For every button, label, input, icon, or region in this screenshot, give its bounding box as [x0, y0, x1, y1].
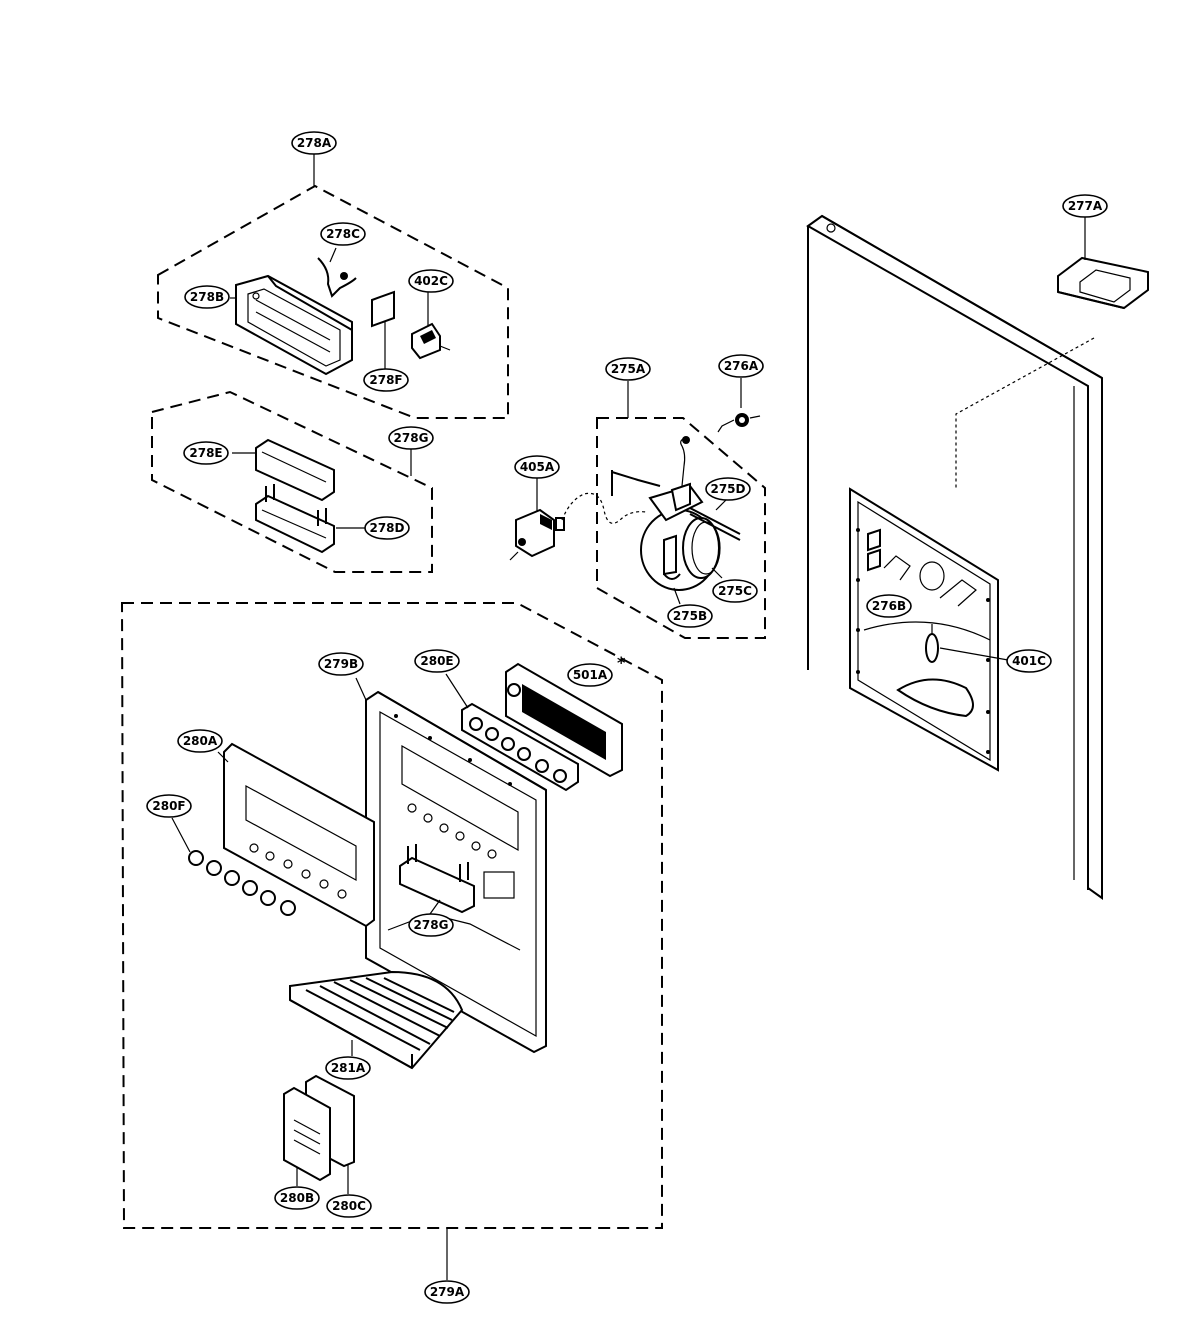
svg-text:278E: 278E	[189, 446, 222, 460]
svg-text:275D: 275D	[710, 482, 745, 496]
label-275A: 275A	[605, 357, 651, 381]
svg-text:280A: 280A	[183, 734, 218, 748]
svg-text:280C: 280C	[332, 1199, 366, 1213]
label-401C: 401C	[1006, 649, 1052, 673]
svg-text:278F: 278F	[369, 373, 402, 387]
dispenser-recess	[849, 487, 999, 772]
label-278D: 278D	[364, 516, 410, 540]
label-280F: 280F	[146, 794, 192, 818]
svg-text:402C: 402C	[414, 274, 448, 288]
label-278E: 278E	[183, 441, 229, 465]
part-278E-bracket	[232, 438, 335, 502]
part-280B-280C-lever	[283, 1074, 355, 1194]
part-401C-lamp	[925, 624, 1009, 663]
part-275-motor-assembly	[611, 436, 741, 605]
svg-text:279B: 279B	[324, 657, 358, 671]
svg-text:278G: 278G	[414, 918, 449, 932]
part-278F-plate	[371, 290, 395, 370]
part-280A-bezel	[217, 742, 375, 928]
group-278A	[157, 153, 509, 419]
label-278F: 278F	[363, 368, 409, 392]
label-280E: 280E	[414, 649, 460, 673]
svg-text:280E: 280E	[420, 654, 453, 668]
svg-text:278C: 278C	[326, 227, 360, 241]
label-275C: 275C	[712, 579, 758, 603]
group-278G-upper	[151, 390, 433, 573]
part-278G-bracket-in-frame	[399, 844, 475, 915]
part-281A-drip-tray	[289, 970, 464, 1070]
label-278A: 278A	[291, 131, 337, 155]
svg-text:275C: 275C	[718, 584, 752, 598]
label-280B: 280B	[274, 1186, 320, 1210]
label-278G-upper: 278G	[388, 426, 434, 450]
label-278B: 278B	[184, 285, 230, 309]
part-278D-bracket	[255, 484, 366, 554]
group-275A	[596, 381, 766, 639]
svg-text:280B: 280B	[280, 1191, 314, 1205]
part-278B-housing	[230, 274, 353, 376]
svg-text:278G: 278G	[394, 431, 429, 445]
part-405A-solenoid	[509, 478, 647, 561]
door-panel	[806, 214, 1103, 900]
svg-text:278D: 278D	[369, 521, 404, 535]
svg-text:401C: 401C	[1012, 654, 1046, 668]
part-280E-button-panel	[445, 673, 579, 792]
part-279B-frame	[355, 677, 547, 1054]
label-275D: 275D	[705, 477, 751, 501]
part-278C-arm	[317, 247, 357, 298]
label-280A: 280A	[177, 729, 223, 753]
label-277A: 277A	[1062, 194, 1108, 218]
label-276A: 276A	[718, 354, 764, 378]
part-501A-display	[505, 662, 623, 778]
asterisk-mark: *	[617, 653, 626, 672]
svg-text:276B: 276B	[872, 599, 906, 613]
svg-text:276A: 276A	[724, 359, 759, 373]
label-402C: 402C	[408, 269, 454, 293]
svg-text:501A: 501A	[573, 668, 608, 682]
label-280C: 280C	[326, 1194, 372, 1218]
svg-text:280F: 280F	[152, 799, 185, 813]
label-281A: 281A	[325, 1056, 371, 1080]
label-279B: 279B	[318, 652, 364, 676]
svg-text:278A: 278A	[297, 136, 332, 150]
label-278C: 278C	[320, 222, 366, 246]
label-276B: 276B	[866, 594, 912, 618]
part-276A-spring	[717, 378, 761, 433]
label-501A: 501A	[567, 663, 613, 687]
svg-text:278B: 278B	[190, 290, 224, 304]
part-280F-rings	[171, 817, 296, 916]
label-405A: 405A	[514, 455, 560, 479]
svg-text:405A: 405A	[520, 460, 555, 474]
svg-text:275B: 275B	[673, 609, 707, 623]
group-279A	[120, 602, 663, 1280]
part-277A-cap	[1057, 214, 1149, 310]
svg-text:277A: 277A	[1068, 199, 1103, 213]
label-275B: 275B	[667, 604, 713, 628]
svg-text:275A: 275A	[611, 362, 646, 376]
part-402C-switch	[411, 292, 451, 360]
svg-text:281A: 281A	[331, 1061, 366, 1075]
svg-text:279A: 279A	[430, 1285, 465, 1299]
label-278G-lower: 278G	[408, 913, 454, 937]
label-279A: 279A	[424, 1280, 470, 1304]
